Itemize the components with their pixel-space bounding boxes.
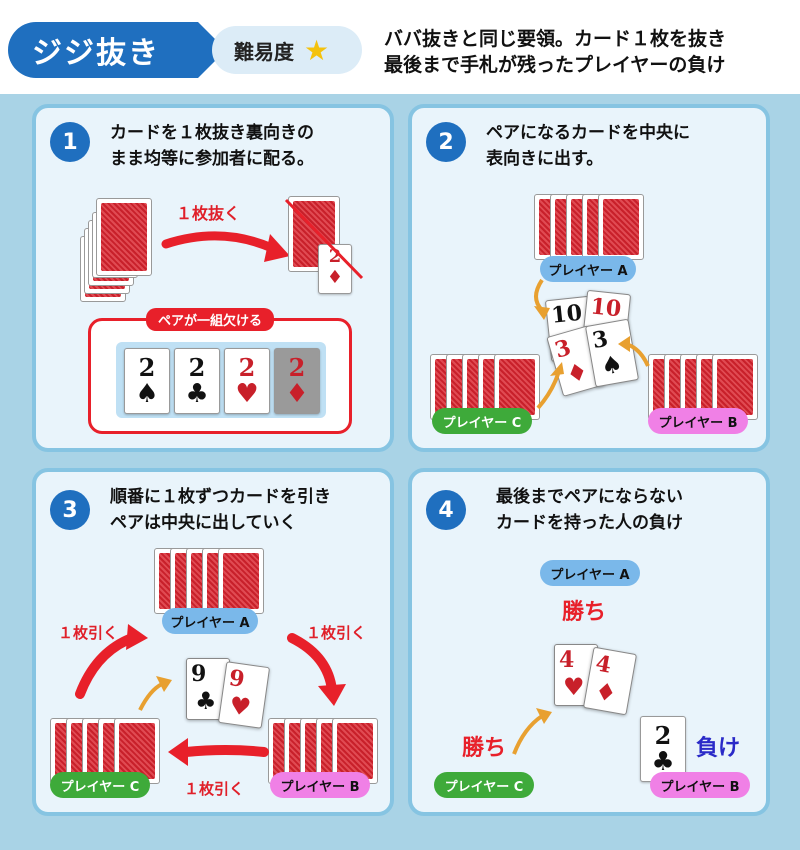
step-panel-1: 1 カードを１枚抜き裏向きの まま均等に参加者に配る。 １枚抜く 2 ♦ ペアが… [32,104,394,452]
difficulty-label: 難易度 [234,39,294,64]
card-2-club: 2 ♣ [174,348,220,414]
card-rank: 4 [559,647,575,673]
remove-arrow [161,231,290,262]
card-rank: 2 [138,353,156,382]
loser-card-2-club: 2 ♣ [640,716,686,782]
hand-card [598,194,644,260]
step-3-line-1: 順番に１枚ずつカードを引き [110,487,331,507]
step-number-3: 3 [50,490,90,530]
hand-card [218,548,264,614]
player-b-label: プレイヤー B [650,772,750,798]
step-3-line-2: ペアは中央に出していく [110,513,297,533]
heart-icon: ♥ [235,379,259,409]
step-4-line-2: カードを持った人の負け [496,513,683,533]
player-a-label: プレイヤー A [540,256,636,282]
player-c-label: プレイヤー C [434,772,534,798]
card-rank: 9 [191,661,207,687]
draw-label-bottom: １枚引く [184,780,245,798]
draw-label-right: １枚引く [306,624,367,642]
step-text-1: カードを１枚抜き裏向きの まま均等に参加者に配る。 [110,120,314,172]
player-b-lose: 負け [696,736,741,761]
step-number-2: 2 [426,122,466,162]
card-2-spade: 2 ♠ [124,348,170,414]
player-c-win: 勝ち [462,736,507,761]
spade-icon: ♠ [135,379,159,409]
player-c-label: プレイヤー C [50,772,150,798]
rule-text: ババ抜きと同じ要領。カード１枚を抜き 最後まで手札が残ったプレイヤーの負け [384,26,794,78]
rule-line-1: ババ抜きと同じ要領。カード１枚を抜き [384,28,727,50]
card-rank: 2 [238,353,256,382]
strike-line [284,198,364,280]
club-icon: ♣ [185,379,209,409]
rule-line-2: 最後まで手札が残ったプレイヤーの負け [384,54,726,76]
remove-one-label: １枚抜く [176,204,241,223]
card-rank: 2 [288,353,306,382]
step-panel-3: 3 順番に１枚ずつカードを引き ペアは中央に出していく プレイヤー A プレイヤ… [32,468,394,816]
club-icon: ♣ [651,747,675,777]
flow-arrow [512,708,552,755]
step-text-4: 最後までペアにならない カードを持った人の負け [496,484,683,536]
player-a-win: 勝ち [562,600,607,625]
diamond-icon: ♦ [285,379,309,409]
page-title: ジジ抜き [8,22,226,78]
difficulty-badge: 難易度 ★ [212,26,362,74]
card-rank: 2 [188,353,206,382]
step-4-line-1: 最後までペアにならない [496,487,683,507]
step-panel-2: 2 ペアになるカードを中央に 表向きに出す。 プレイヤー A プレイヤー C プ… [408,104,770,452]
step-number-4: 4 [426,490,466,530]
step-2-line-2: 表向きに出す。 [486,149,604,169]
player-c-label: プレイヤー C [432,408,532,434]
deck-card [96,198,152,276]
card-2-diamond-missing: 2 ♦ [274,348,320,414]
diamond-icon: ♦ [326,267,344,288]
step-number-1: 1 [50,122,90,162]
step-panel-4: 4 最後までペアにならない カードを持った人の負け プレイヤー A 勝ち 4 ♥… [408,468,770,816]
club-icon: ♣ [195,687,217,715]
step-2-line-1: ペアになるカードを中央に [486,123,690,143]
heart-icon: ♥ [563,673,585,701]
card-rank: 2 [328,246,342,267]
draw-label-left: １枚引く [58,624,119,642]
step-1-line-1: カードを１枚抜き裏向きの [110,123,314,143]
player-b-label: プレイヤー B [270,772,370,798]
step-text-3: 順番に１枚ずつカードを引き ペアは中央に出していく [110,484,331,536]
step-1-line-2: まま均等に参加者に配る。 [110,149,314,169]
step-text-2: ペアになるカードを中央に 表向きに出す。 [486,120,690,172]
draw-arrows [75,624,346,766]
removed-card-back [288,196,340,272]
pair-missing-label: ペアが一組欠ける [146,308,275,331]
card-2-heart: 2 ♥ [224,348,270,414]
player-a-label: プレイヤー A [162,608,258,634]
player-a-label: プレイヤー A [540,560,640,586]
star-icon: ★ [304,33,330,67]
card-rank: 2 [654,721,672,750]
header: ジジ抜き 難易度 ★ ババ抜きと同じ要領。カード１枚を抜き 最後まで手札が残った… [0,0,800,94]
flow-arrows [534,278,650,410]
player-b-label: プレイヤー B [648,408,748,434]
